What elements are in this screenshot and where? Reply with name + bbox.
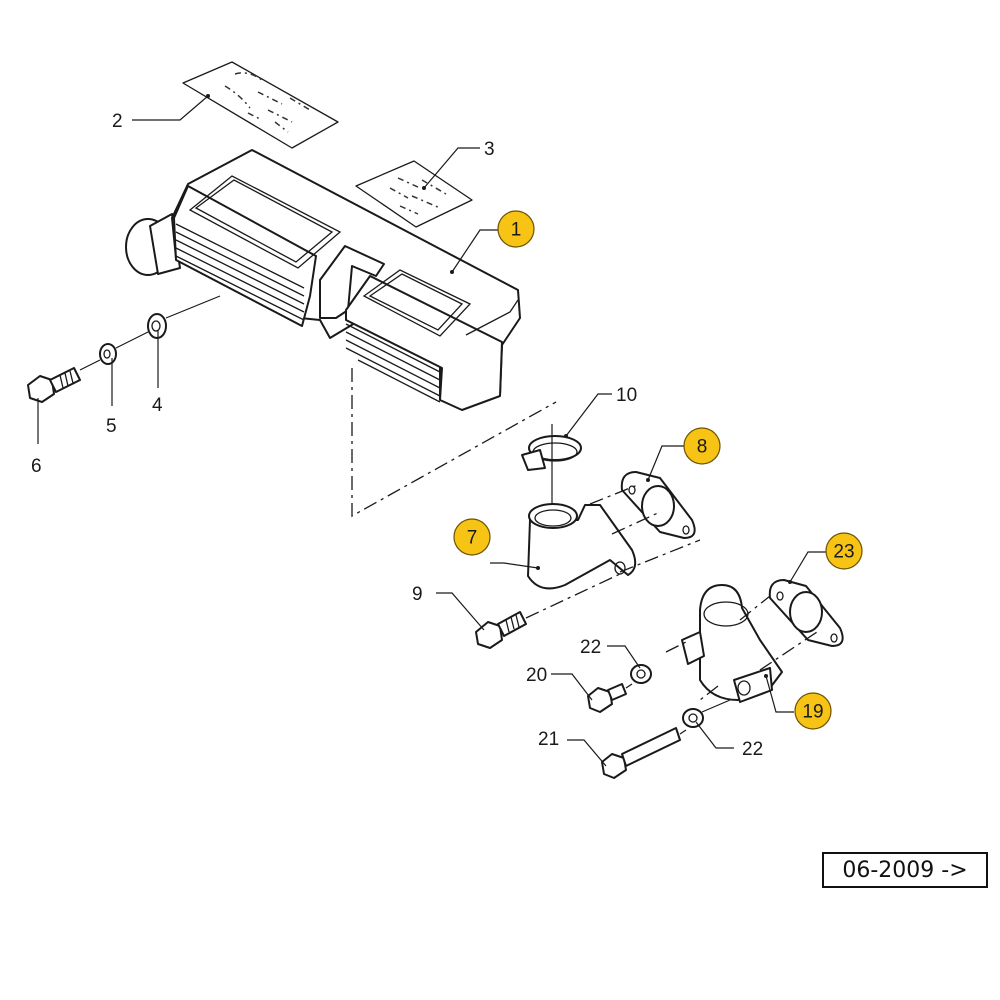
part-flat-washer[interactable] (147, 313, 167, 339)
callout-23[interactable]: 23 (825, 532, 863, 570)
part-main-housing[interactable] (125, 149, 521, 411)
part-washer-upper[interactable] (630, 664, 652, 684)
callout-6[interactable]: 6 (31, 456, 42, 477)
part-decal-small[interactable] (355, 160, 473, 228)
part-lock-washer[interactable] (99, 343, 117, 365)
part-hose-clamp[interactable] (521, 424, 582, 506)
part-decal-large[interactable] (182, 61, 339, 149)
version-label: 06-2009 -> (822, 852, 988, 888)
anchor-dots (206, 94, 792, 678)
leader-lines (37, 95, 830, 767)
callout-2[interactable]: 2 (112, 111, 123, 132)
callout-7-label: 7 (467, 528, 478, 549)
callout-1[interactable]: 1 (497, 210, 535, 248)
callout-22-lower[interactable]: 22 (742, 739, 763, 760)
callout-19[interactable]: 19 (794, 692, 832, 730)
callout-8[interactable]: 8 (683, 427, 721, 465)
part-long-bolt[interactable] (601, 699, 731, 779)
callout-20[interactable]: 20 (526, 665, 547, 686)
part-gasket-lower[interactable] (768, 579, 844, 647)
callout-21[interactable]: 21 (538, 729, 559, 750)
callout-7[interactable]: 7 (453, 518, 491, 556)
part-elbow-outlet[interactable] (527, 503, 637, 590)
callout-8-label: 8 (697, 437, 708, 458)
callout-19-label: 19 (802, 702, 823, 723)
callout-22-upper[interactable]: 22 (580, 637, 601, 658)
part-flange-bolt[interactable] (475, 573, 621, 649)
callout-23-label: 23 (833, 542, 854, 563)
callout-9[interactable]: 9 (412, 584, 423, 605)
part-washer-lower[interactable] (682, 708, 704, 728)
callout-3[interactable]: 3 (484, 139, 495, 160)
callout-5[interactable]: 5 (106, 416, 117, 437)
callout-10[interactable]: 10 (616, 385, 637, 406)
callout-4[interactable]: 4 (152, 395, 163, 416)
part-short-bolt[interactable] (587, 683, 633, 713)
part-gasket[interactable] (620, 471, 696, 539)
callout-1-label: 1 (511, 220, 522, 241)
part-outlet-adapter[interactable] (681, 584, 783, 703)
part-hex-bolt[interactable] (27, 367, 81, 403)
